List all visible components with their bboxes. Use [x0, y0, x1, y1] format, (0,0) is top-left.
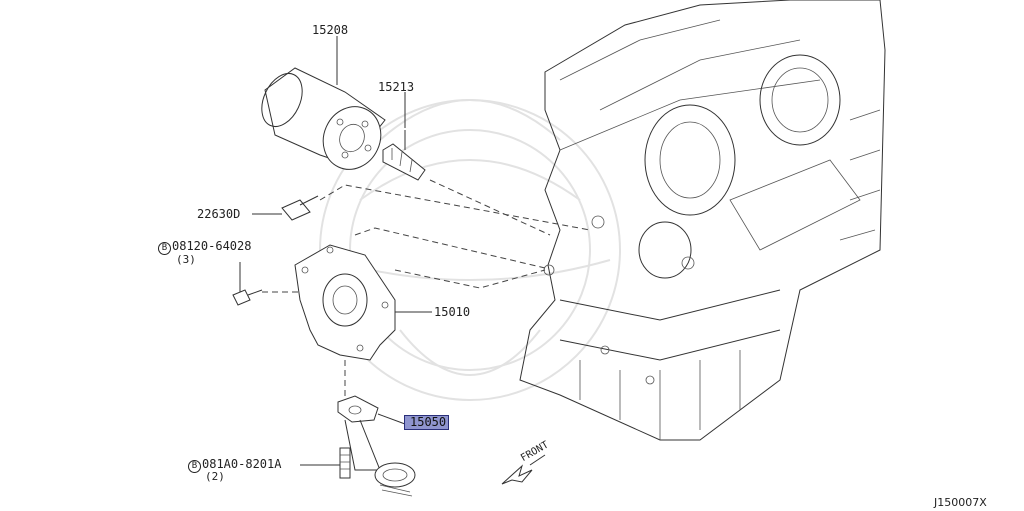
watermark-emblem [319, 99, 621, 401]
strainer-part [337, 395, 416, 497]
oil-pressure-switch-part [252, 195, 319, 221]
pump-bolt-quantity: (3) [176, 253, 196, 266]
diagram-id: J150007X [934, 496, 987, 509]
part-number-strainer-bolt: 081A0-8201A [202, 457, 282, 471]
pump-bolt-part [232, 262, 263, 306]
part-number-pump-bolt: 08120-64028 [172, 239, 252, 253]
part-number-oil-filter[interactable]: 15208 [312, 23, 349, 37]
part-number-oil-pressure-switch[interactable]: 22630D [197, 207, 241, 221]
part-number-connector[interactable]: 15213 [378, 80, 415, 94]
connector-part [382, 130, 426, 181]
oil-pump-part [294, 244, 432, 361]
front-arrow-icon [501, 454, 546, 485]
oil-filter-part [261, 67, 386, 170]
bolt-marker-icon: B [188, 460, 201, 473]
part-number-oil-pump[interactable]: 15010 [434, 305, 471, 319]
bolt-marker-icon: B [158, 242, 171, 255]
engine-block [519, 0, 886, 441]
part-number-strainer-highlighted[interactable]: 15050 [404, 415, 450, 430]
assembly-guide-lines [262, 179, 591, 400]
strainer-bolt-part [300, 447, 351, 479]
callout-lines [336, 36, 406, 128]
strainer-bolt-quantity: (2) [205, 470, 225, 483]
